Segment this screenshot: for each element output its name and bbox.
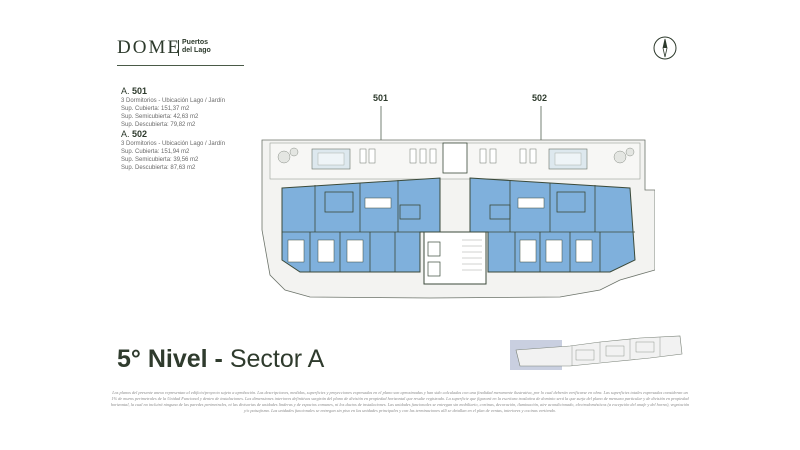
plant-3 <box>613 150 627 164</box>
plan-label-501: 501 <box>373 93 389 103</box>
unit-501-info: A. 501 3 Dormitorios - Ubicación Lago / … <box>121 86 225 129</box>
furniture <box>287 197 593 263</box>
walls-501 <box>282 180 440 272</box>
legal-disclaimer: Los planos del presente anexo representa… <box>110 390 690 413</box>
brand-logo: DOME <box>117 37 181 58</box>
logo-divider <box>178 40 179 56</box>
unit-501-covered: Sup. Cubierta: 151,37 m2 <box>121 106 190 112</box>
plant-4 <box>625 147 635 157</box>
elevator-1 <box>427 241 441 257</box>
unit-502-uncovered: Sup. Descubierta: 87,63 m2 <box>121 165 196 171</box>
brand-subtitle-line1: Puertos <box>182 39 209 46</box>
brand-subtitle-line2: del Lago <box>182 47 211 54</box>
key-map <box>510 335 683 370</box>
unit-501-semicovered: Sup. Semicubierta: 42,63 m2 <box>121 114 199 120</box>
plant-2 <box>289 147 299 157</box>
brand-subtitle: Puertos del Lago <box>182 39 211 55</box>
unit-502-covered: Sup. Cubierta: 151,94 m2 <box>121 149 190 155</box>
unit-501-title: A. 501 <box>121 86 148 96</box>
pool-501-inner <box>317 152 345 166</box>
pool-502-inner <box>554 152 582 166</box>
header-rule <box>117 65 244 66</box>
unit-502-title: A. 502 <box>121 129 148 139</box>
unit-502-description: 3 Dormitorios - Ubicación Lago / Jardín <box>121 141 226 147</box>
key-map-outline <box>515 335 683 367</box>
floor-plan <box>261 106 655 299</box>
plant-1 <box>277 150 291 164</box>
walls-502 <box>470 180 635 272</box>
compass-north-icon <box>653 36 677 60</box>
plan-label-502: 502 <box>532 93 548 103</box>
unit-502-info: A. 502 3 Dormitorios - Ubicación Lago / … <box>121 129 225 172</box>
page-title: 5° Nivel - Sector A <box>117 345 325 373</box>
stairs <box>462 239 482 271</box>
loungers <box>359 148 537 164</box>
unit-501-uncovered: Sup. Descubierta: 79,82 m2 <box>121 122 196 128</box>
elevator-2 <box>427 261 441 277</box>
unit-502-semicovered: Sup. Semicubierta: 39,56 m2 <box>121 157 199 163</box>
unit-501-description: 3 Dormitorios - Ubicación Lago / Jardín <box>121 98 226 104</box>
core-top <box>442 142 468 174</box>
